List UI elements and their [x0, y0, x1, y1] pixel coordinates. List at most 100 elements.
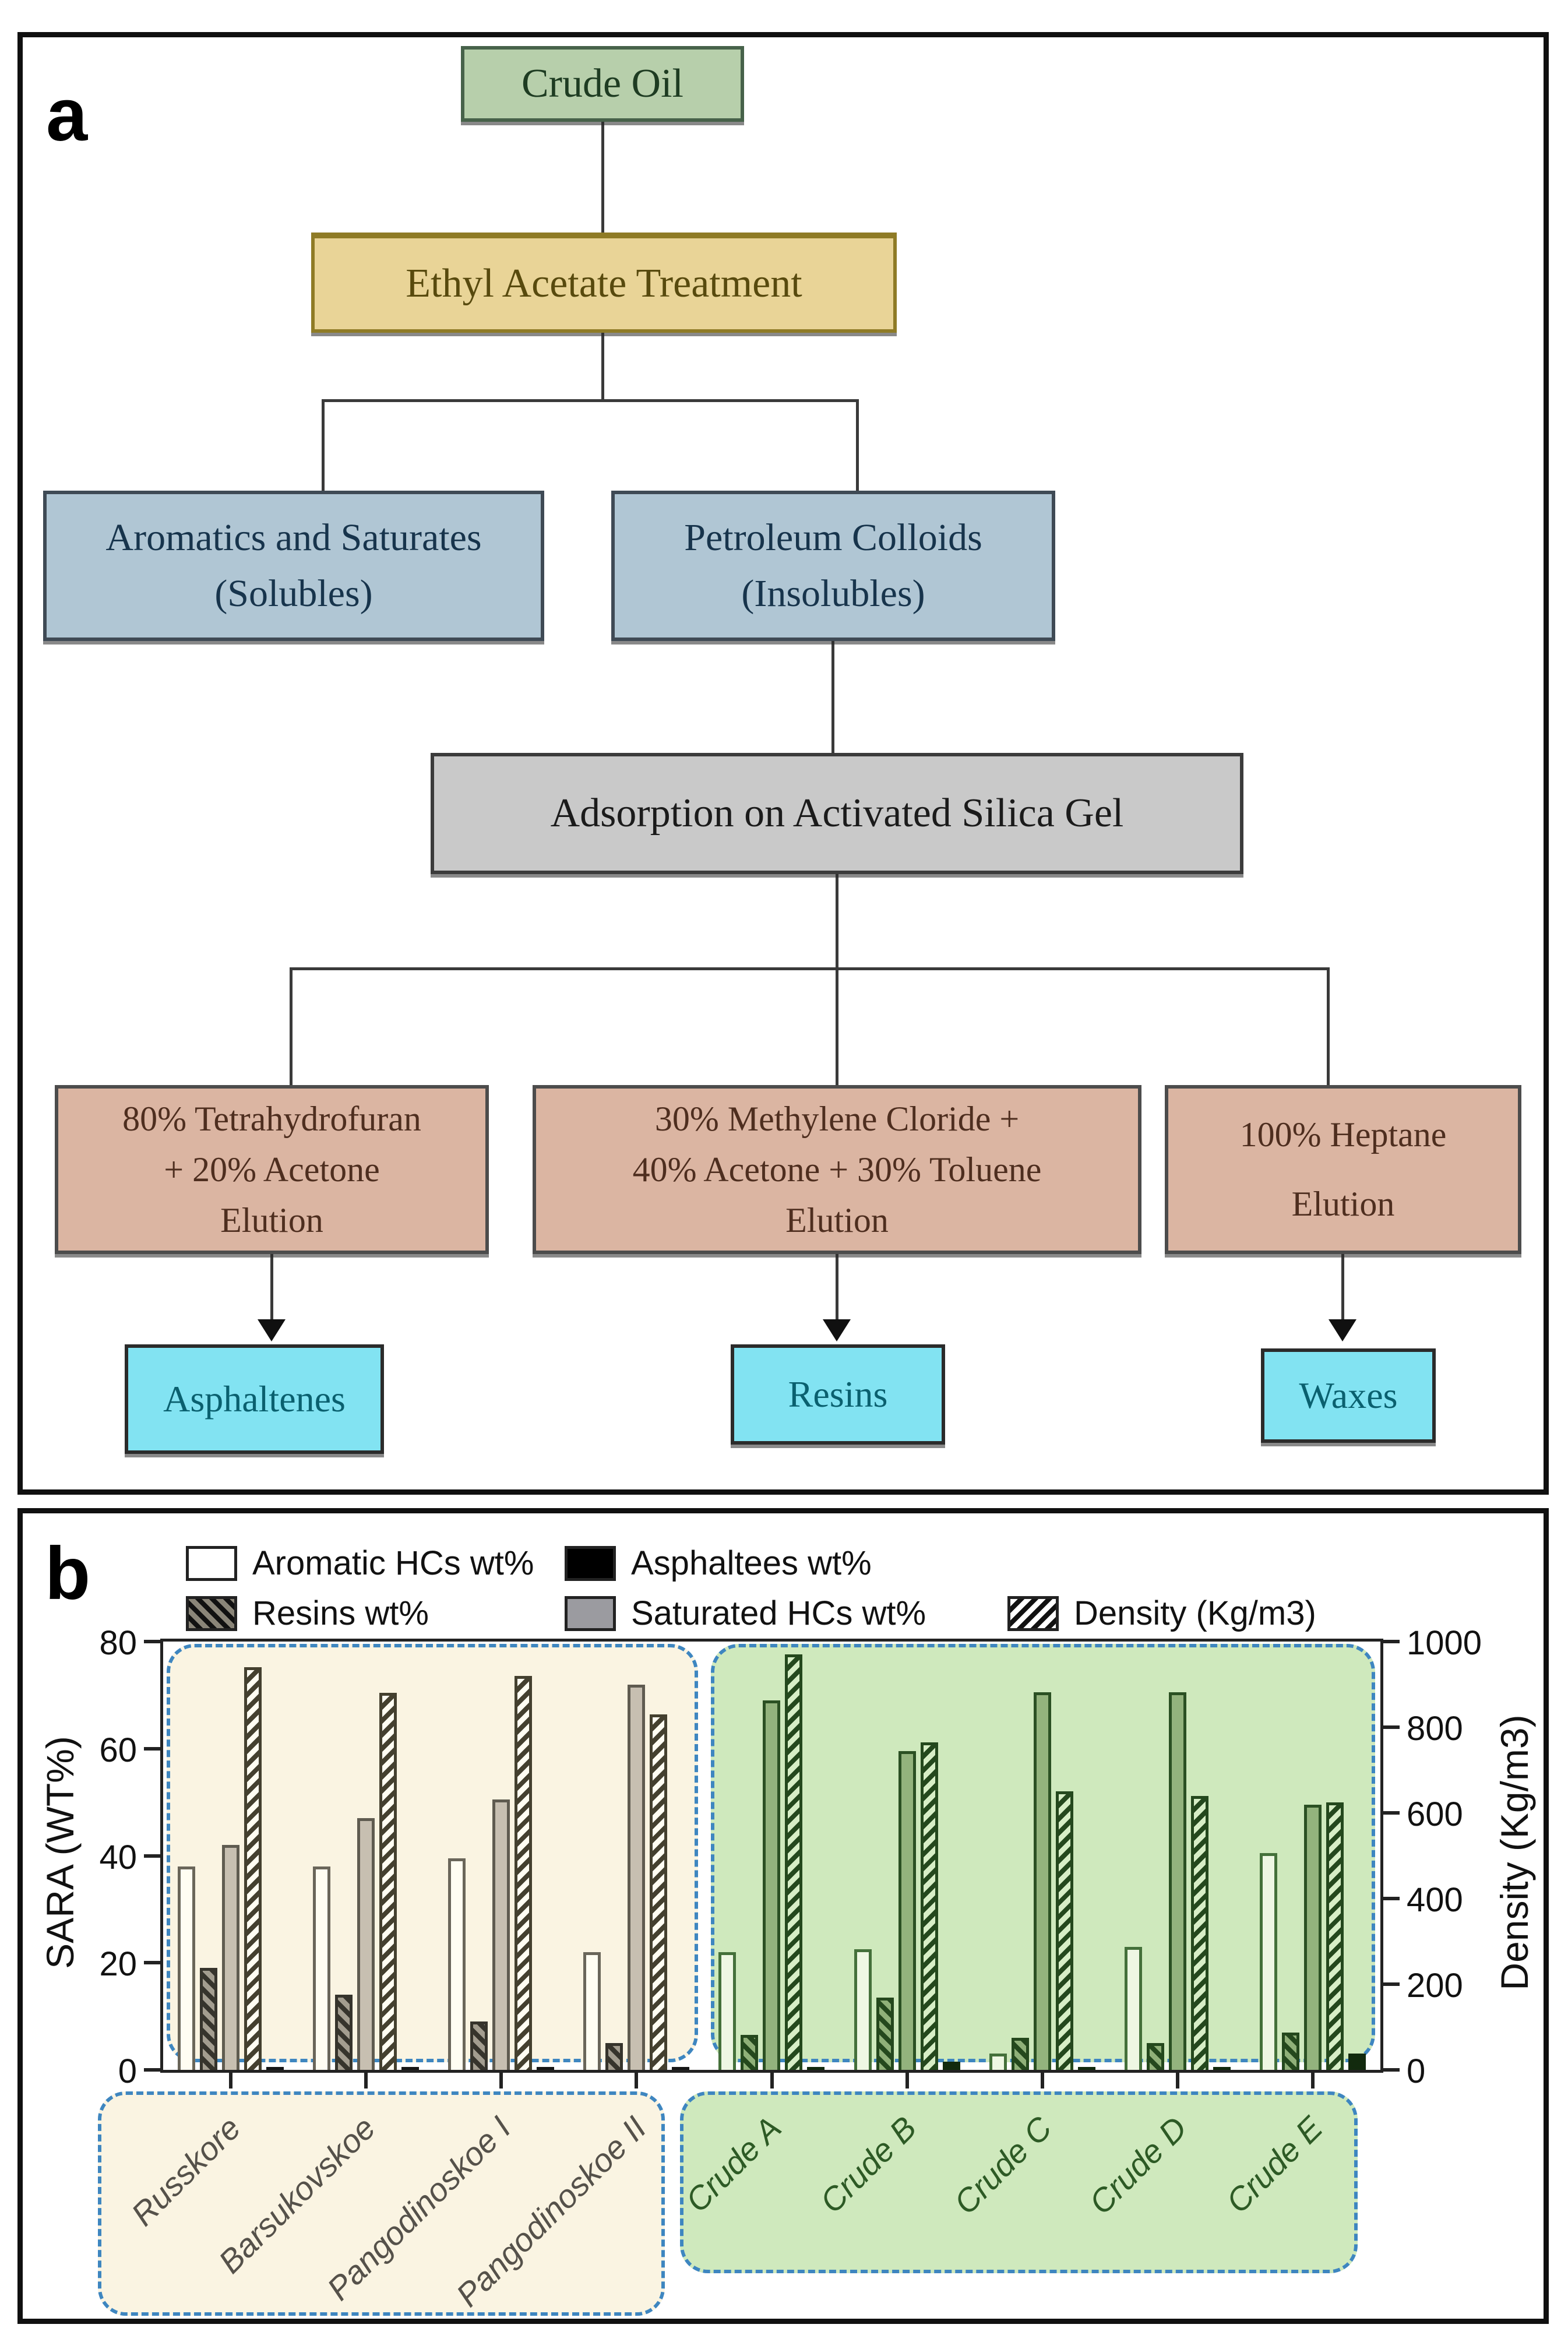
bar-saturated-Crude D — [1168, 1692, 1186, 2070]
bar-resins-Crude C — [1011, 2037, 1029, 2070]
bar-aromatic-Crude D — [1124, 1946, 1142, 2070]
right-axis-title: Density (Kg/m3) — [1493, 1714, 1536, 1991]
bar-saturated-Pangodinoskoe I — [492, 1799, 510, 2070]
bar-group-Barsukovskoe — [298, 1642, 434, 2070]
node-petroleum-colloids: Petroleum Colloids (Insolubles) — [611, 491, 1055, 641]
bar-asphaltenes-Crude E — [1348, 2054, 1366, 2070]
bar-group-Russkore — [163, 1642, 298, 2070]
bar-aromatic-Barsukovskoe — [313, 1866, 331, 2070]
connector-line — [601, 122, 604, 234]
tick-mark — [144, 2068, 160, 2072]
bar-density-Pangodinoskoe I — [515, 1675, 533, 2070]
bar-asphaltenes-Crude B — [942, 2062, 960, 2070]
bar-aromatic-Crude A — [718, 1952, 737, 2070]
bar-aromatic-Crude C — [989, 2054, 1007, 2070]
bar-group-Crude D — [1110, 1642, 1245, 2070]
arrow-down-icon — [1329, 1319, 1356, 1341]
legend-swatch-aromatic-icon — [186, 1545, 237, 1581]
legend-swatch-asphaltees-icon — [565, 1545, 616, 1581]
bar-density-Crude E — [1326, 1802, 1344, 2070]
legend-swatch-saturated-icon — [565, 1596, 616, 1631]
bars-layer — [163, 1642, 1380, 2070]
bar-resins-Pangodinoskoe II — [605, 2043, 623, 2070]
bar-resins-Barsukovskoe — [335, 1995, 353, 2070]
legend-item-aromatic: Aromatic HCs wt% — [186, 1544, 534, 1583]
bar-aromatic-Pangodinoskoe II — [583, 1952, 601, 2070]
bar-group-Pangodinoskoe I — [434, 1642, 569, 2070]
tick-mark — [1383, 1725, 1400, 1729]
tick-mark — [1040, 2073, 1044, 2089]
bar-saturated-Crude C — [1033, 1692, 1051, 2070]
legend-label: Density (Kg/m3) — [1074, 1594, 1316, 1632]
left-tick-label: 40 — [99, 1838, 137, 1876]
bar-resins-Crude A — [741, 2035, 759, 2070]
bar-group-Crude C — [975, 1642, 1110, 2070]
tick-mark — [1383, 1897, 1400, 1900]
arrow-line — [270, 1254, 273, 1323]
tick-mark — [144, 1961, 160, 1965]
node-mc-acetone-toluene-elution: 30% Methylene Cloride + 40% Acetone + 30… — [533, 1085, 1141, 1254]
right-tick-label: 600 — [1407, 1795, 1463, 1833]
bar-asphaltenes-Russkore — [266, 2067, 284, 2070]
connector-line — [322, 399, 325, 492]
bar-asphaltenes-Crude D — [1213, 2067, 1231, 2070]
bar-aromatic-Pangodinoskoe I — [448, 1858, 466, 2070]
panel-a-label: a — [46, 73, 88, 157]
node-thf-acetone-elution: 80% Tetrahydrofuran + 20% Acetone Elutio… — [55, 1085, 489, 1254]
tick-mark — [144, 1854, 160, 1858]
bar-density-Crude D — [1190, 1795, 1208, 2070]
category-label-Crude-A: Crude A — [678, 2109, 788, 2220]
tick-mark — [144, 1640, 160, 1643]
arrow-down-icon — [258, 1319, 286, 1341]
tick-mark — [364, 2073, 368, 2089]
legend-item-resins: Resins wt% — [186, 1594, 429, 1633]
node-asphaltenes: Asphaltenes — [125, 1344, 384, 1454]
connector-line — [836, 967, 838, 1086]
connector-line — [601, 333, 604, 400]
bar-resins-Pangodinoskoe I — [470, 2021, 488, 2070]
right-tick-label: 800 — [1407, 1710, 1463, 1748]
plot-area: 80 60 40 20 0 1000 800 600 400 200 0 — [99, 1626, 1482, 2089]
connector-line — [856, 399, 859, 492]
tick-mark — [1383, 1640, 1400, 1643]
node-waxes: Waxes — [1261, 1348, 1436, 1443]
connector-line — [831, 641, 834, 754]
category-label-Crude-C: Crude C — [946, 2109, 1059, 2221]
tick-mark — [1383, 2068, 1400, 2072]
bar-resins-Crude D — [1146, 2043, 1164, 2070]
arrow-line — [1341, 1254, 1344, 1323]
arrow-down-icon — [823, 1319, 851, 1341]
legend-label: Aromatic HCs wt% — [252, 1544, 534, 1582]
bar-saturated-Russkore — [222, 1845, 240, 2070]
bar-resins-Crude E — [1281, 2032, 1299, 2070]
bar-asphaltenes-Pangodinoskoe I — [537, 2067, 555, 2070]
bar-aromatic-Crude B — [854, 1949, 872, 2070]
bar-saturated-Crude B — [898, 1751, 916, 2070]
node-adsorption-silica-gel: Adsorption on Activated Silica Gel — [431, 753, 1243, 874]
bar-asphaltenes-Pangodinoskoe II — [672, 2067, 690, 2070]
legend-label: Asphaltees wt% — [631, 1544, 872, 1582]
bar-density-Barsukovskoe — [379, 1693, 397, 2070]
legend-label: Resins wt% — [252, 1594, 429, 1632]
bar-density-Crude B — [920, 1742, 938, 2070]
legend-swatch-resins-icon — [186, 1596, 237, 1631]
tick-mark — [770, 2073, 774, 2089]
left-tick-label: 0 — [118, 2052, 137, 2090]
connector-line — [1327, 967, 1330, 1086]
bar-aromatic-Russkore — [178, 1866, 196, 2070]
left-tick-label: 80 — [99, 1624, 137, 1662]
right-tick-label: 0 — [1407, 2052, 1426, 2090]
bar-group-Crude B — [840, 1642, 975, 2070]
left-tick-label: 60 — [99, 1731, 137, 1769]
bar-asphaltenes-Crude C — [1077, 2067, 1095, 2070]
category-label-Crude-D: Crude D — [1082, 2109, 1195, 2221]
bar-group-Crude A — [704, 1642, 839, 2070]
tick-mark — [635, 2073, 639, 2089]
bar-density-Crude A — [785, 1654, 803, 2070]
bar-saturated-Pangodinoskoe II — [628, 1684, 646, 2070]
connector-line — [322, 399, 859, 402]
connector-line — [290, 967, 293, 1086]
legend-label: Saturated HCs wt% — [631, 1594, 926, 1632]
legend-item-saturated: Saturated HCs wt% — [565, 1594, 926, 1633]
